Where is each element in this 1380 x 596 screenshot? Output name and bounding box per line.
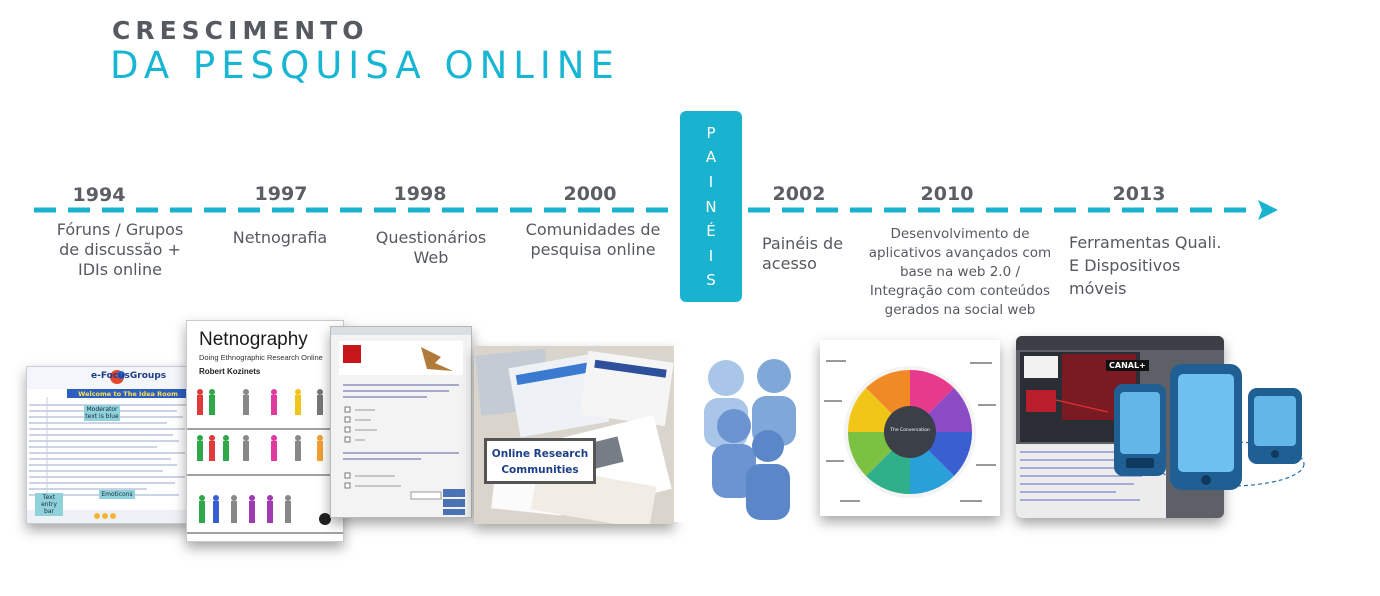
conversation-center-label: The Conversation (890, 428, 930, 433)
timeline-arrowhead-icon (1258, 200, 1278, 220)
paineis-letter: N (705, 197, 717, 216)
netnography-figures-icon (187, 389, 343, 534)
year-1998: 1998 (393, 183, 447, 205)
label-1998-line: Questionários (375, 228, 487, 247)
title-line-2: DA PESQUISA ONLINE (110, 44, 620, 87)
netnography-author: Robert Kozinets (199, 367, 261, 376)
label-2010-line: aplicativos avançados com (868, 245, 1052, 261)
label-2013-line: móveis (1069, 279, 1127, 298)
label-2002: Painéis de acesso (762, 234, 872, 274)
paineis-letter: I (708, 172, 714, 191)
label-1994-line: de discussão + (59, 240, 181, 259)
conversation-prism-image: The Conversation (820, 340, 1000, 516)
label-1994: Fóruns / Grupos de discussão + IDIs onli… (40, 220, 200, 280)
title-line-1: CRESCIMENTO (112, 16, 369, 45)
label-2013: Ferramentas Quali. E Dispositivos móveis (1069, 231, 1239, 300)
paineis-letter: A (705, 148, 717, 167)
paineis-box: P A I N É I S (680, 111, 742, 302)
communities-label-line1: Online Research (491, 448, 589, 460)
communities-label-line2: Communities (501, 464, 579, 476)
year-2013: 2013 (1112, 183, 1166, 205)
communities-collage-image (474, 346, 674, 524)
label-1997-line: Netnografia (232, 228, 328, 247)
efocus-banner: Welcome to The Idea Room (78, 390, 178, 398)
mobile-devices-icon (1114, 364, 1305, 490)
netnography-subtitle: Doing Ethnographic Research Online (199, 353, 323, 362)
label-1994-line: Fóruns / Grupos (56, 220, 184, 239)
label-2000-line: Comunidades de (525, 220, 661, 239)
label-1997: Netnografia (215, 228, 345, 248)
year-1994: 1994 (72, 184, 126, 206)
label-1994-line: IDIs online (78, 260, 162, 279)
label-2000: Comunidades de pesquisa online (512, 220, 674, 260)
online-research-communities-collage: Online Research Communities (474, 346, 674, 524)
label-2010: Desenvolvimento de aplicativos avançados… (860, 225, 1060, 320)
questionnaire-form-icon (331, 327, 471, 515)
efocus-callout-textbar: Text entry bar (35, 493, 63, 516)
year-2002: 2002 (772, 183, 826, 205)
label-2002-line: Painéis de (762, 234, 844, 253)
label-2010-line: gerados na social web (884, 302, 1036, 318)
mobile-brand-label: CANAL+ (1106, 360, 1149, 371)
communities-label-box: Online Research Communities (484, 438, 596, 484)
access-panels-people-image (674, 346, 820, 522)
paineis-letter: I (708, 246, 714, 265)
label-2002-line: acesso (762, 254, 817, 273)
label-2000-line: pesquisa online (530, 240, 656, 259)
efocusgroups-screenshot: e-FocusGroups Welcome to The Idea Room M… (26, 366, 190, 524)
paineis-letter: É (706, 222, 716, 241)
web-questionnaire-screenshot (330, 326, 472, 518)
paineis-letter: P (706, 123, 716, 142)
label-2013-line: E Dispositivos (1069, 256, 1181, 275)
year-1997: 1997 (254, 183, 308, 205)
label-1998: Questionários Web (356, 228, 506, 268)
label-2010-line: Integração com conteúdos (869, 283, 1051, 299)
label-1998-line: Web (413, 248, 449, 267)
people-group-icon (704, 359, 796, 520)
netnography-book-cover: Netnography Doing Ethnographic Research … (186, 320, 344, 542)
year-2010: 2010 (920, 183, 974, 205)
timeline-arrow (34, 200, 1278, 220)
efocus-callout-emoticons: Emoticons (99, 490, 135, 499)
label-2013-line: Ferramentas Quali. (1069, 233, 1222, 252)
efocus-brand: e-FocusGroups (91, 371, 167, 381)
conversation-prism-icon (824, 360, 996, 502)
efocus-callout-moderator: Moderator text is blue (84, 405, 120, 421)
paineis-letter: S (706, 271, 716, 290)
year-2000: 2000 (563, 183, 617, 205)
label-2010-line: Desenvolvimento de (890, 226, 1030, 242)
label-2010-line: base na web 2.0 / (899, 264, 1021, 280)
netnography-title: Netnography (199, 329, 308, 350)
